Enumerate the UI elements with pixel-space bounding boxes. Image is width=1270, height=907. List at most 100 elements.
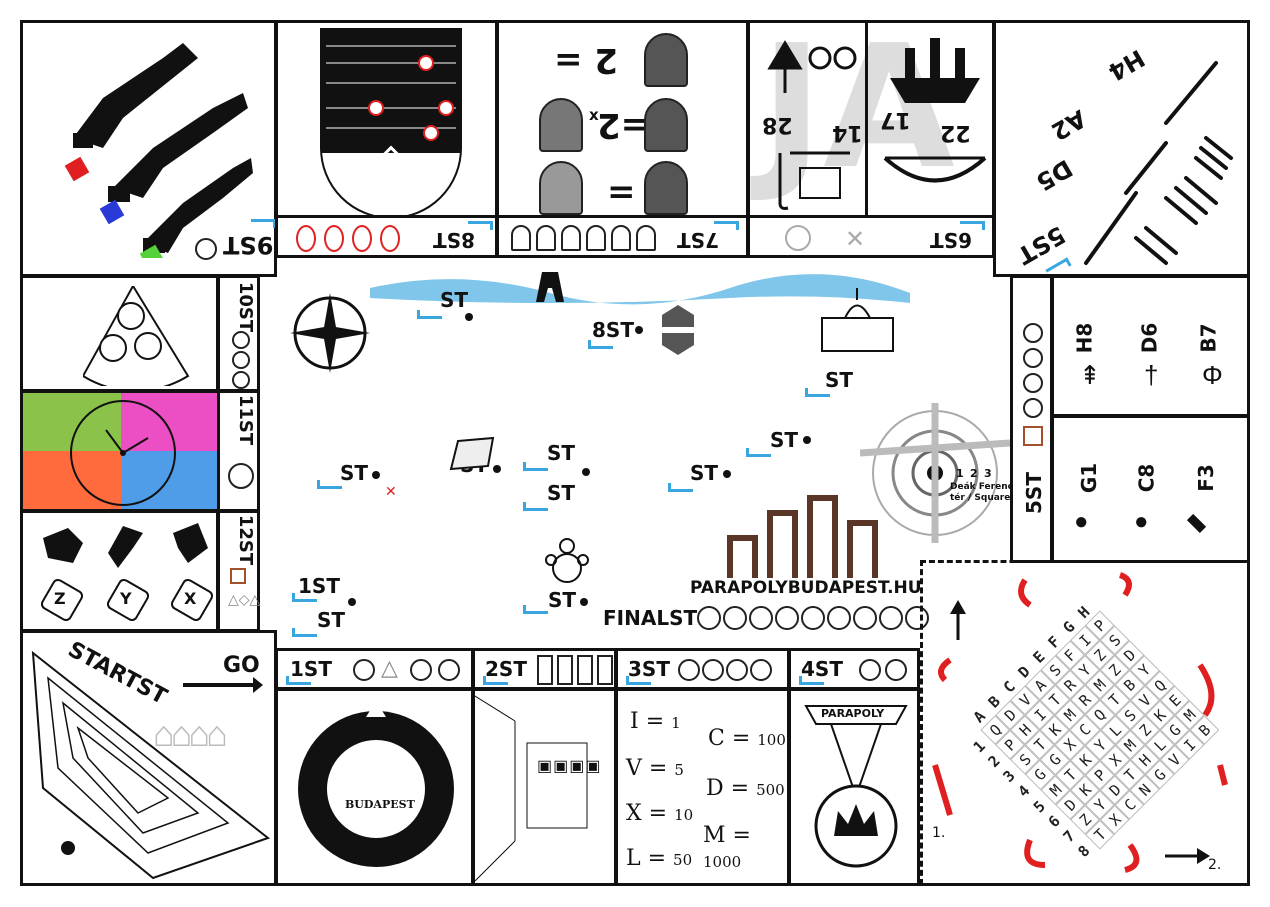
flag-crest-icon [539, 161, 583, 215]
slot-oval[interactable] [380, 225, 400, 252]
blue-mark [292, 628, 317, 637]
slot-rect[interactable] [537, 655, 553, 685]
tile-10st[interactable]: 10ST [217, 275, 260, 392]
map-dot[interactable] [580, 598, 588, 606]
tile-5st-codes[interactable]: H4 A2 D5 5ST [993, 20, 1250, 278]
slot-arch[interactable] [611, 225, 631, 251]
boat-icon [890, 38, 980, 103]
slot-circle[interactable] [885, 659, 907, 681]
slot-triangles[interactable]: △◇△ [228, 591, 261, 607]
slot-circle[interactable] [785, 225, 811, 251]
animal-silhouettes-icon [43, 523, 208, 568]
slot-circle[interactable] [232, 351, 250, 369]
slot-rect[interactable] [597, 655, 613, 685]
slot-circle[interactable] [438, 659, 460, 681]
slot-circle[interactable] [726, 659, 748, 681]
eq-two: =2 [597, 105, 650, 145]
station-3st-label: 3ST [628, 657, 670, 681]
badge-icon [644, 98, 688, 152]
river-icon [370, 274, 910, 305]
tile-start[interactable]: STARTST GO ⌂⌂⌂⌂ [20, 630, 277, 886]
map-st-c2: ST [547, 481, 576, 505]
slot-arch[interactable] [586, 225, 606, 251]
tile-12st[interactable]: 12ST △◇△ [217, 510, 260, 632]
tile-codes-2: G1 C8 F3 ● ● ▮ [1051, 415, 1250, 563]
tile-11st[interactable]: 11ST [217, 390, 260, 512]
round-table-icon [545, 538, 589, 583]
slot-circle[interactable] [195, 238, 217, 260]
slot-oval[interactable] [324, 225, 344, 252]
slot-oval[interactable] [296, 225, 316, 252]
map-dot[interactable] [635, 326, 643, 334]
map-st-bottom-left: ST [317, 608, 346, 632]
slot-square[interactable] [1023, 426, 1043, 446]
slot-circle[interactable] [750, 659, 772, 681]
slot-circle[interactable] [410, 659, 432, 681]
slot-circle[interactable] [1023, 323, 1043, 343]
slot-rect[interactable] [557, 655, 573, 685]
tile-8st[interactable]: 8ST [275, 215, 498, 258]
tile-codes-1: H8 D6 B7 ⇞ † Φ [1051, 275, 1250, 417]
slot-circle[interactable] [859, 659, 881, 681]
map-dot[interactable] [723, 470, 731, 478]
eq-three: = [607, 172, 636, 212]
slot-arch[interactable] [536, 225, 556, 251]
slot-square[interactable] [230, 568, 246, 584]
hex-z-label: Z [54, 589, 66, 608]
room-perspective-icon [475, 695, 588, 882]
tile-3st[interactable]: 3ST [615, 648, 790, 690]
grid-note-1: 1. [932, 825, 946, 841]
slot-circle[interactable] [702, 659, 724, 681]
slot-arch[interactable] [561, 225, 581, 251]
map-dot[interactable] [803, 436, 811, 444]
metro-line1: Deák Ferenc [950, 482, 1013, 492]
metro-n2: 2 [970, 467, 978, 480]
badge-icon [644, 33, 688, 87]
tile-5st[interactable]: 5ST [1010, 275, 1053, 563]
tile-xyz: Z Y X [20, 510, 219, 632]
sun-icon [228, 463, 254, 489]
final-slots[interactable] [697, 606, 929, 630]
tile-shield [275, 20, 498, 220]
station-5st-side-label: 5ST [1021, 472, 1046, 514]
tile-6st[interactable]: ✕ 6ST [747, 215, 995, 258]
dominos-icon: ▣▣▣▣ [537, 758, 602, 775]
map-dot[interactable] [493, 465, 501, 473]
blue-mark [523, 462, 548, 471]
slot-arch[interactable] [636, 225, 656, 251]
slot-shape[interactable]: ✕ [845, 226, 866, 253]
slot-circle[interactable] [1023, 373, 1043, 393]
tile-9st[interactable]: 9ST [20, 20, 277, 277]
slot-circle[interactable] [1023, 398, 1043, 418]
map-dot[interactable] [348, 598, 356, 606]
ghost-slots[interactable]: ⌂⌂⌂⌂ [153, 713, 228, 754]
slot-circle[interactable] [232, 371, 250, 389]
slot-rect[interactable] [577, 655, 593, 685]
site-url[interactable]: PARAPOLYBUDAPEST.HU [690, 578, 922, 598]
slot-triangle[interactable]: △ [381, 655, 398, 680]
skyline-logo [727, 495, 878, 578]
num-14: 14 [832, 120, 863, 145]
slot-circle[interactable] [1023, 348, 1043, 368]
red-brackets-icon [932, 572, 1228, 873]
station-9st-label: 9ST [223, 231, 274, 259]
tile-1st[interactable]: 1ST △ [275, 648, 474, 690]
map-dot[interactable] [582, 468, 590, 476]
station-2st-label: 2ST [485, 657, 527, 681]
tile-manhole: BUDAPEST [275, 688, 474, 886]
excavator-icon [64, 43, 253, 258]
slot-circle[interactable] [353, 659, 375, 681]
slot-arch[interactable] [511, 225, 531, 251]
code-h8: H8 [1072, 322, 1097, 354]
tile-2st[interactable]: 2ST [472, 648, 617, 690]
tile-7st[interactable]: 7ST [496, 215, 749, 258]
map-dot[interactable] [465, 313, 473, 321]
slot-oval[interactable] [352, 225, 372, 252]
station-10st-label: 10ST [235, 281, 257, 333]
slot-circle[interactable] [678, 659, 700, 681]
bottle-icon: ▮ [1181, 508, 1210, 537]
roman-c: C = 100 [708, 726, 786, 751]
map-dot[interactable] [372, 471, 380, 479]
slot-circle[interactable] [232, 331, 250, 349]
tile-4st[interactable]: 4ST [788, 648, 920, 690]
